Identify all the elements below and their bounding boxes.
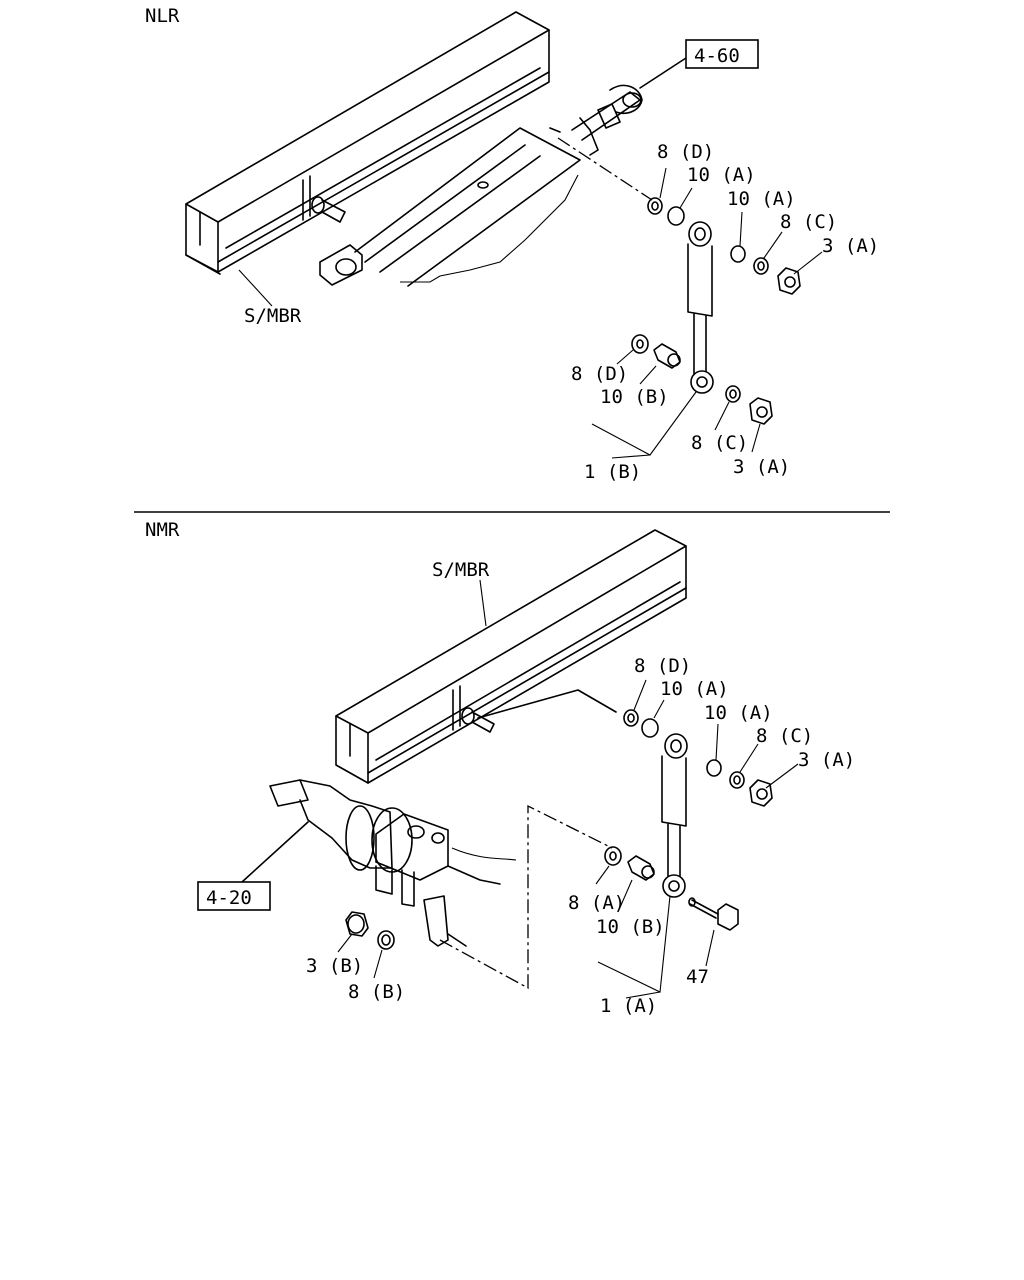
label-8c-bottom[interactable]: 8 (C): [756, 725, 813, 747]
label-10a-2-bottom[interactable]: 10 (A): [704, 702, 773, 724]
label-smbr-bottom[interactable]: S/MBR: [432, 559, 490, 581]
label-8d-bottom[interactable]: 8 (D): [634, 655, 691, 677]
label-8d-lower-top[interactable]: 8 (D): [571, 363, 628, 385]
label-10a-2-top[interactable]: 10 (A): [727, 188, 796, 210]
label-47-bottom[interactable]: 47: [686, 966, 709, 988]
label-3a-upper-top[interactable]: 3 (A): [822, 235, 879, 257]
leaf-spring: [319, 84, 643, 287]
ref-label-4-20[interactable]: 4-20: [206, 887, 252, 909]
label-8b-bottom[interactable]: 8 (B): [348, 981, 405, 1003]
frame-bolt-bottom: [461, 689, 617, 733]
shock-absorber-bottom: [661, 733, 688, 898]
label-10a-1-bottom[interactable]: 10 (A): [660, 678, 729, 700]
label-3a-lower-top[interactable]: 3 (A): [733, 456, 790, 478]
ref-label-4-60[interactable]: 4-60: [694, 45, 740, 67]
label-8c-lower-top[interactable]: 8 (C): [691, 432, 748, 454]
ref-box-4-20: [197, 881, 271, 911]
leader-lines-bottom: [337, 579, 799, 999]
section-title-nmr: NMR: [145, 519, 180, 541]
section-nlr: NLR: [145, 5, 879, 483]
label-8d-upper-top[interactable]: 8 (D): [657, 141, 714, 163]
frame-bolt-top: [311, 196, 346, 223]
label-8a-bottom[interactable]: 8 (A): [568, 892, 625, 914]
label-3b-bottom[interactable]: 3 (B): [306, 955, 363, 977]
label-smbr-top[interactable]: S/MBR: [244, 305, 302, 327]
hardware-top-lower: [631, 334, 773, 425]
leader-lines-top: [238, 167, 823, 459]
hardware-bottom-upper: [623, 709, 773, 807]
label-10a-1-top[interactable]: 10 (A): [687, 164, 756, 186]
label-1a-bottom[interactable]: 1 (A): [600, 995, 657, 1017]
section-nmr: NMR: [145, 519, 855, 1017]
shock-absorber-top: [687, 221, 714, 394]
side-member-frame-top: [185, 11, 550, 275]
label-8c-upper-top[interactable]: 8 (C): [780, 211, 837, 233]
label-3a-bottom[interactable]: 3 (A): [798, 749, 855, 771]
label-10b-bottom[interactable]: 10 (B): [596, 916, 665, 938]
side-member-frame-bottom: [335, 529, 687, 784]
ref-box-4-60: [685, 39, 759, 69]
axle-housing: [269, 779, 517, 947]
hardware-bottom-lower: [345, 846, 739, 950]
label-10b-top[interactable]: 10 (B): [600, 386, 669, 408]
hardware-top-upper: [647, 197, 801, 295]
section-title-nlr: NLR: [145, 5, 180, 27]
label-1b-top[interactable]: 1 (B): [584, 461, 641, 483]
